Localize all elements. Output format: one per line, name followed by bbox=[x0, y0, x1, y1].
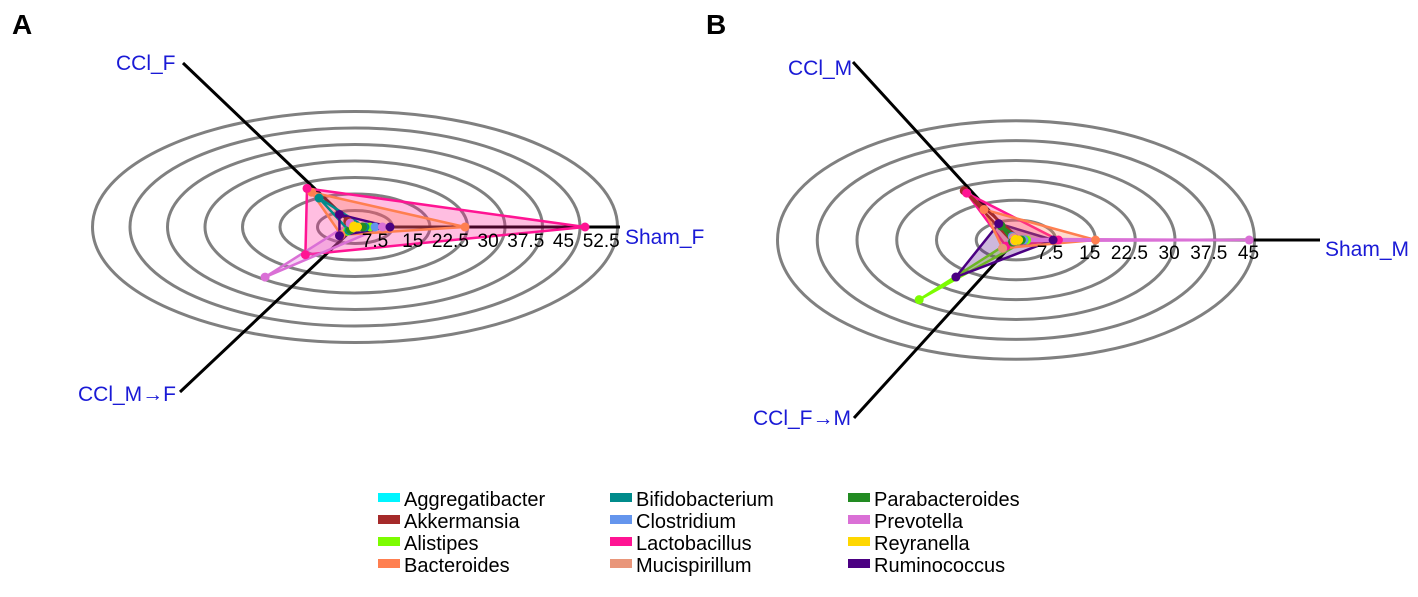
legend-swatch bbox=[848, 537, 870, 546]
legend-label: Prevotella bbox=[874, 511, 964, 533]
point-bacteroides-sham-f bbox=[460, 222, 470, 232]
tick-label: 22.5 bbox=[432, 231, 469, 252]
point-bifidobacterium-ccl-f bbox=[314, 193, 324, 203]
axis-line-ccl-m-f bbox=[178, 225, 357, 394]
legend-item-clostridium: Clostridium bbox=[610, 511, 736, 533]
axis-line-ccl-f bbox=[181, 61, 357, 229]
legend-swatch bbox=[610, 493, 632, 502]
axis-line-ccl-f-m bbox=[852, 238, 1018, 420]
legend-swatch bbox=[610, 537, 632, 546]
tick-label: 37.5 bbox=[507, 231, 544, 252]
tick-label: 45 bbox=[1238, 243, 1259, 264]
point-ruminococcus-ccl-f-m bbox=[951, 272, 961, 282]
legend-item-parabacteroides: Parabacteroides bbox=[848, 489, 1020, 511]
axis-label-ccl-f: CCl_F bbox=[116, 52, 176, 75]
tick-labels: 7.5 15 22.5 30 37.5 45 52.5 bbox=[362, 231, 620, 252]
legend-label: Ruminococcus bbox=[874, 555, 1005, 577]
tick-labels: 7.5 15 22.5 30 37.5 45 bbox=[1037, 243, 1259, 264]
tick-label: 7.5 bbox=[1037, 243, 1063, 264]
series-areas bbox=[264, 186, 586, 279]
legend-swatch bbox=[378, 515, 400, 524]
legend-label: Akkermansia bbox=[404, 511, 520, 533]
axis-label-ccl-m: CCl_M bbox=[788, 57, 852, 80]
point-ruminococcus-sham-m bbox=[1048, 235, 1058, 245]
axis-label-ccl-m-f: CCl_M→F bbox=[78, 383, 176, 406]
tick-label: 22.5 bbox=[1111, 243, 1148, 264]
point-alistipes-ccl-f-m bbox=[914, 295, 924, 305]
legend-swatch bbox=[610, 559, 632, 568]
legend-item-bacteroides: Bacteroides bbox=[378, 555, 510, 577]
point-ruminococcus-ccl-m-f bbox=[335, 231, 344, 241]
legend-label: Parabacteroides bbox=[874, 489, 1020, 511]
tick-label: 15 bbox=[402, 231, 423, 252]
panel-letter: B bbox=[706, 9, 726, 40]
legend-item-reyranella: Reyranella bbox=[848, 533, 970, 555]
point-lactobacillus-ccl-m bbox=[962, 188, 972, 198]
tick-label: 37.5 bbox=[1190, 243, 1227, 264]
legend-item-ruminococcus: Ruminococcus bbox=[848, 555, 1005, 577]
tick-label: 45 bbox=[553, 231, 574, 252]
point-bacteroides-sham-m bbox=[1091, 235, 1100, 245]
tick-label: 15 bbox=[1079, 243, 1100, 264]
legend-item-akkermansia: Akkermansia bbox=[378, 511, 520, 533]
legend-item-prevotella: Prevotella bbox=[848, 511, 964, 533]
point-bacteroides-ccl-m bbox=[979, 205, 989, 215]
tick-label: 7.5 bbox=[362, 231, 388, 252]
point-prevotella-ccl-m-f bbox=[260, 272, 270, 282]
legend-label: Aggregatibacter bbox=[404, 489, 546, 511]
point-reyranella-ccl-m-f bbox=[348, 223, 358, 233]
point-ruminococcus-ccl-f bbox=[334, 209, 344, 219]
point-prevotella-sham-m bbox=[1244, 235, 1254, 245]
legend-swatch bbox=[378, 559, 400, 568]
legend-swatch bbox=[378, 493, 400, 502]
point-reyranella-ccl-f-m bbox=[1010, 236, 1020, 246]
axis-label-sham-f: Sham_F bbox=[625, 226, 704, 249]
legend-item-alistipes: Alistipes bbox=[378, 533, 478, 555]
legend-label: Lactobacillus bbox=[636, 533, 752, 555]
legend-swatch bbox=[378, 537, 400, 546]
point-ruminococcus-ccl-m bbox=[994, 219, 1004, 229]
point-prevotella-sham-f bbox=[378, 222, 387, 232]
legend-label: Clostridium bbox=[636, 511, 736, 533]
legend-swatch bbox=[848, 559, 870, 568]
legend-swatch bbox=[848, 515, 870, 524]
tick-label: 30 bbox=[478, 231, 499, 252]
tick-label: 52.5 bbox=[583, 231, 620, 252]
axis-label-sham-m: Sham_M bbox=[1325, 238, 1409, 261]
legend: AggregatibacterAkkermansiaAlistipesBacte… bbox=[378, 489, 1020, 577]
panel-b-radar-chart: B 7.5 15 22.5 30 37.5 45 Sham_M CCl_M CCl_F→M bbox=[706, 9, 1409, 430]
legend-item-aggregatibacter: Aggregatibacter bbox=[378, 489, 546, 511]
legend-label: Bifidobacterium bbox=[636, 489, 774, 511]
panel-letter: A bbox=[12, 9, 32, 40]
point-lactobacillus-ccl-f bbox=[302, 183, 312, 193]
tick-label: 30 bbox=[1159, 243, 1180, 264]
legend-item-mucispirillum: Mucispirillum bbox=[610, 555, 752, 577]
legend-swatch bbox=[610, 515, 632, 524]
point-lactobacillus-sham-f bbox=[580, 222, 590, 232]
series-points bbox=[914, 186, 1254, 305]
point-lactobacillus-ccl-m-f bbox=[300, 250, 310, 260]
axis-label-ccl-f-m: CCl_F→M bbox=[753, 407, 851, 430]
legend-label: Reyranella bbox=[874, 533, 970, 555]
legend-item-bifidobacterium: Bifidobacterium bbox=[610, 489, 774, 511]
legend-label: Alistipes bbox=[404, 533, 478, 555]
legend-swatch bbox=[848, 493, 870, 502]
legend-label: Mucispirillum bbox=[636, 555, 752, 577]
point-clostridium-sham-f bbox=[370, 222, 380, 232]
legend-label: Bacteroides bbox=[404, 555, 510, 577]
point-ruminococcus-sham-f bbox=[385, 222, 395, 232]
legend-item-lactobacillus: Lactobacillus bbox=[610, 533, 752, 555]
point-mucispirillum-ccl-f-m bbox=[998, 243, 1008, 253]
series-points bbox=[260, 183, 590, 282]
